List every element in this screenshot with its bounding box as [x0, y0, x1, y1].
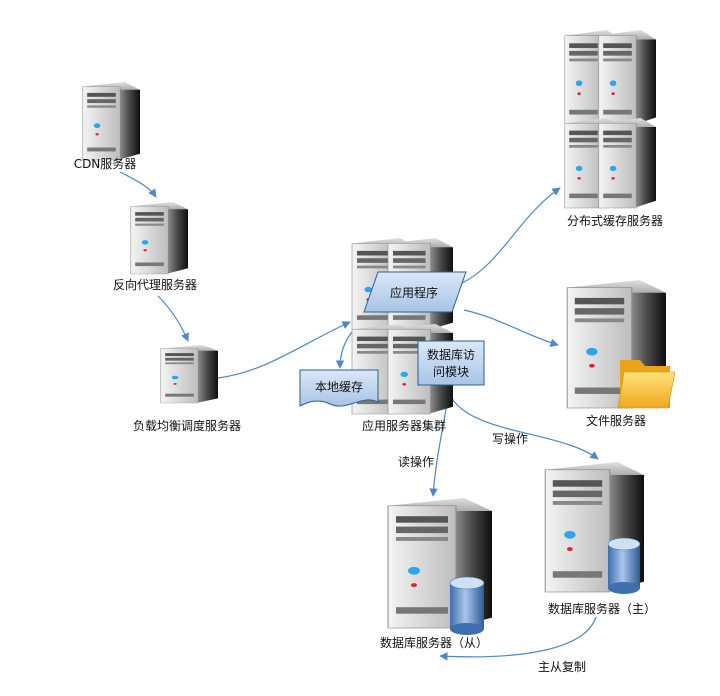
app-program-label: 应用程序: [390, 285, 438, 300]
db-master-cylinder-icon: [607, 537, 641, 594]
load-balancer-server-icon: [160, 344, 219, 404]
cdn-server-icon: [82, 81, 141, 161]
local-cache-box: 本地缓存: [299, 369, 379, 407]
db-access-label-line1: 数据库访: [427, 347, 475, 362]
reverse-proxy-label: 反向代理服务器: [113, 277, 197, 292]
db-access-module-box: 数据库访 问模块: [417, 340, 485, 386]
replication-label: 主从复制: [538, 660, 586, 674]
edge-proxy-to-lb: [157, 295, 189, 342]
reverse-proxy-server-icon: [130, 201, 189, 275]
edge-replication: [439, 616, 597, 661]
cdn-label: CDN服务器: [74, 156, 137, 171]
db-slave-cylinder-icon: [449, 576, 485, 635]
distributed-cache-label: 分布式缓存服务器: [567, 213, 663, 228]
write-operation-label: 写操作: [492, 431, 528, 446]
app-cluster-label: 应用服务器集群: [362, 418, 446, 433]
db-slave-label: 数据库服务器（从）: [380, 635, 488, 650]
folder-icon: [617, 360, 676, 409]
read-operation-label: 读操作: [398, 454, 434, 469]
file-server-label: 文件服务器: [586, 413, 646, 428]
edge-dbaccess-to-master: [449, 394, 599, 460]
db-access-label-line2: 问模块: [433, 365, 469, 379]
edge-cdn-to-proxy: [119, 171, 157, 198]
app-program-box: 应用程序: [363, 271, 467, 313]
local-cache-label: 本地缓存: [315, 380, 363, 394]
distributed-cache-server-icon: [564, 29, 657, 209]
load-balancer-label: 负载均衡调度服务器: [133, 418, 241, 433]
edge-app-to-cache: [461, 187, 561, 284]
edge-app-to-file: [463, 309, 559, 347]
edge-lb-to-app: [217, 321, 351, 379]
db-master-label: 数据库服务器（主）: [548, 601, 656, 616]
